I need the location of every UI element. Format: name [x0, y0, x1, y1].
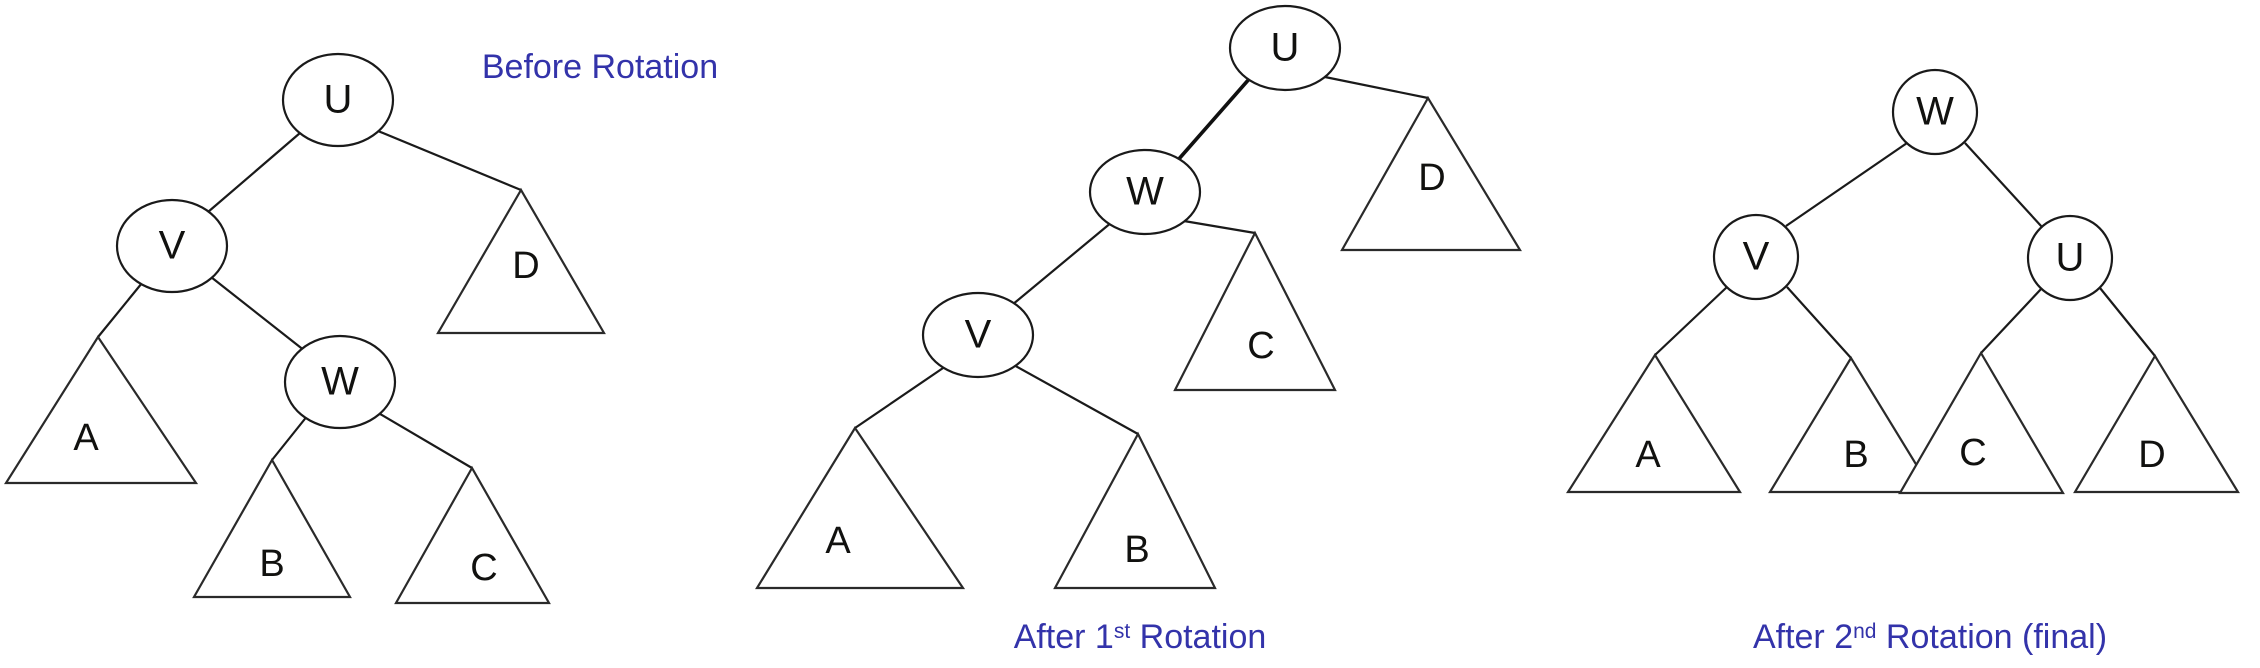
- node-u-after-first: U: [1228, 4, 1342, 92]
- node3-u-label: U: [2056, 236, 2085, 280]
- caption-after-second-rotation: After 2nd Rotation (final): [1753, 618, 2107, 656]
- subtree-b-after-second: B: [1768, 355, 1935, 494]
- node-v-after-second: V: [1712, 213, 1800, 301]
- caption3-sup: nd: [1853, 620, 1876, 643]
- edge3-v-b: [1786, 286, 1852, 359]
- triangle3-a-shape: [1565, 352, 1742, 494]
- edge3-u-c: [1980, 287, 2043, 354]
- triangle2-c-shape: [1173, 230, 1337, 392]
- subtree-a-after-second: A: [1565, 352, 1742, 494]
- edge-w-c: [374, 410, 473, 469]
- triangle2-d-label: D: [1418, 157, 1445, 199]
- triangle-b-shape: [192, 457, 352, 599]
- node-w-circle: [283, 334, 397, 430]
- node2-w-circle: [1088, 148, 1202, 236]
- triangle-c-shape: [394, 465, 551, 605]
- node-v-before: V: [115, 198, 229, 294]
- edges-group-before: [97, 129, 522, 469]
- triangle2-d-shape: [1340, 95, 1522, 252]
- edge3-w-u: [1964, 142, 2043, 228]
- node3-u-circle: [2026, 214, 2114, 302]
- edge-w-b: [271, 414, 309, 461]
- edge2-w-v: [1011, 221, 1113, 306]
- caption-before-rotation: Before Rotation: [482, 48, 718, 86]
- subtree-d-before: D: [436, 187, 606, 335]
- subtree-a-before: A: [4, 334, 199, 485]
- triangle2-a-label: A: [825, 520, 851, 562]
- node-w-after-second: W: [1891, 68, 1979, 156]
- edge-u-d: [377, 129, 522, 192]
- node-v-circle: [115, 198, 229, 294]
- triangle3-c-label: C: [1959, 432, 1986, 474]
- triangle-b-label: B: [259, 543, 284, 585]
- diagram-after-first-rotation: A B C D U W V After 1st Rotation: [755, 4, 1522, 656]
- triangle2-b-label: B: [1124, 529, 1149, 571]
- triangle2-a-shape: [755, 425, 966, 590]
- subtree-d-after-second: D: [2073, 353, 2240, 494]
- node-u-label: U: [324, 78, 353, 122]
- triangle-a-label: A: [73, 417, 99, 459]
- subtree-d-after-first: D: [1340, 95, 1522, 252]
- subtree-b-before: B: [192, 457, 352, 599]
- diagram-before-rotation: A B C D U V W Before Rotation: [4, 48, 718, 605]
- edge3-w-v: [1785, 142, 1908, 227]
- node2-w-label: W: [1126, 170, 1164, 214]
- node3-w-label: W: [1916, 90, 1954, 134]
- edge3-v-a: [1654, 286, 1728, 356]
- edge2-w-c: [1177, 218, 1256, 235]
- caption2-main: After 1: [1014, 618, 1114, 656]
- edge3-u-d: [2099, 287, 2156, 357]
- triangle-a-shape: [4, 334, 199, 485]
- node-w-label: W: [321, 360, 359, 404]
- subtree-b-after-first: B: [1053, 431, 1217, 590]
- subtree-a-after-first: A: [755, 425, 966, 590]
- triangle3-c-shape: [1898, 350, 2065, 495]
- caption3-tail: Rotation (final): [1876, 618, 2107, 656]
- node-w-before: W: [283, 334, 397, 430]
- triangle-d-shape: [436, 187, 606, 335]
- triangle2-c-label: C: [1247, 325, 1274, 367]
- node3-w-circle: [1891, 68, 1979, 156]
- edges-group-after-second: [1654, 142, 2156, 359]
- node-u-circle: [281, 52, 395, 148]
- triangle-d-label: D: [512, 245, 539, 287]
- subtree-c-before: C: [394, 465, 551, 605]
- triangle3-d-label: D: [2138, 434, 2165, 476]
- triangle3-b-label: B: [1843, 434, 1868, 476]
- edge2-v-b: [1011, 363, 1139, 435]
- caption3-main: After 2: [1753, 618, 1853, 656]
- edge2-u-w: [1176, 76, 1252, 162]
- node2-u-label: U: [1271, 26, 1300, 70]
- triangle3-a-label: A: [1635, 434, 1661, 476]
- node-u-before: U: [281, 52, 395, 148]
- node2-v-label: V: [965, 313, 992, 357]
- triangle3-d-shape: [2073, 353, 2240, 494]
- triangle2-b-shape: [1053, 431, 1217, 590]
- node2-u-circle: [1228, 4, 1342, 92]
- node3-v-label: V: [1743, 235, 1770, 279]
- edges-group-after-first: [854, 74, 1429, 435]
- subtree-c-after-first: C: [1173, 230, 1337, 392]
- edge-u-v: [207, 132, 301, 213]
- edge-v-a: [97, 282, 143, 338]
- caption2-tail: Rotation: [1130, 618, 1266, 656]
- triangle-c-label: C: [470, 547, 497, 589]
- node-v-label: V: [159, 224, 186, 268]
- node-u-after-second: U: [2026, 214, 2114, 302]
- edge2-u-d: [1319, 74, 1429, 100]
- edge2-v-a: [854, 365, 947, 429]
- diagram-after-second-rotation: A B C D W V U After 2nd Rotation (final: [1565, 68, 2240, 656]
- node-w-after-first: W: [1088, 148, 1202, 236]
- subtree-c-after-second: C: [1898, 350, 2065, 495]
- node-v-after-first: V: [921, 291, 1035, 379]
- edge-v-w: [210, 276, 306, 352]
- node2-v-circle: [921, 291, 1035, 379]
- triangle3-b-shape: [1768, 355, 1935, 494]
- caption-after-first-rotation: After 1st Rotation: [1014, 618, 1267, 656]
- node3-v-circle: [1712, 213, 1800, 301]
- caption2-sup: st: [1114, 620, 1131, 643]
